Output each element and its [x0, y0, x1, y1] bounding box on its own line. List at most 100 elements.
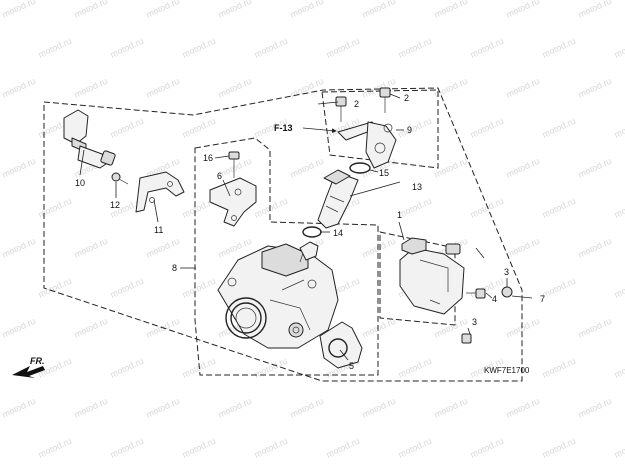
watermark-text: motod.ru	[361, 76, 397, 100]
callout-labels: 10 12 11 16 6 8 2 2 F-13 9 15 13 14 1 3 …	[75, 93, 545, 371]
watermark-text: motod.ru	[577, 156, 613, 180]
watermark-text: motod.ru	[253, 36, 289, 60]
watermark-text: motod.ru	[541, 196, 577, 220]
watermark-text: motod.ru	[541, 36, 577, 60]
watermark-text: motod.ru	[37, 196, 73, 220]
watermark-text: motod.ru	[109, 356, 145, 380]
watermark-text: motod.ru	[361, 236, 397, 260]
watermark-text: motod.ru	[109, 116, 145, 140]
watermark-text: motod.ru	[73, 316, 109, 340]
watermark-text: motod.ru	[145, 76, 181, 100]
watermark-text: motod.ru	[613, 436, 625, 460]
watermark-text: motod.ru	[1, 396, 37, 420]
watermark-text: motod.ru	[1, 156, 37, 180]
part-9-fuel-joint	[337, 121, 397, 169]
watermark-text: motod.ru	[433, 0, 469, 20]
watermark-text: motod.ru	[217, 396, 253, 420]
watermark-text: motod.ru	[505, 0, 541, 20]
watermark-text: motod.ru	[73, 396, 109, 420]
callout-12: 12	[110, 200, 120, 210]
watermark-text: motod.ru	[469, 276, 505, 300]
callout-3a: 3	[504, 267, 509, 277]
watermark-text: motod.ru	[577, 76, 613, 100]
watermark-text: motod.ru	[109, 436, 145, 460]
watermark-text: motod.ru	[469, 196, 505, 220]
watermark-text: motod.ru	[181, 276, 217, 300]
part-3-screw-b	[461, 333, 472, 344]
part-13-injector	[317, 169, 359, 229]
callout-16: 16	[203, 153, 213, 163]
sensor-subframe	[379, 231, 456, 326]
callout-8: 8	[172, 263, 177, 273]
part-2-bolt-a	[335, 96, 347, 122]
watermark-text: motod.ru	[73, 0, 109, 20]
watermark-text: motod.ru	[217, 76, 253, 100]
callout-1: 1	[397, 210, 402, 220]
watermark-text: motod.ru	[469, 116, 505, 140]
watermark-text: motod.ru	[37, 36, 73, 60]
part-12-bolt	[111, 172, 129, 185]
callout-9: 9	[407, 125, 412, 135]
watermark-text: motod.ru	[505, 156, 541, 180]
watermark-text: motod.ru	[1, 316, 37, 340]
part-4-screw	[466, 288, 486, 299]
callout-10: 10	[75, 178, 85, 188]
watermark-text: motod.ru	[433, 396, 469, 420]
watermark-text: motod.ru	[361, 0, 397, 20]
part-1-sensor-unit	[399, 237, 465, 315]
watermark-text: motod.ru	[253, 436, 289, 460]
watermark-text: motod.ru	[541, 436, 577, 460]
watermark-text: motod.ru	[181, 36, 217, 60]
watermark-text: motod.ru	[505, 396, 541, 420]
watermark-text: motod.ru	[397, 36, 433, 60]
watermark-text: motod.ru	[1, 0, 37, 20]
watermark-text: motod.ru	[469, 36, 505, 60]
watermark-text: motod.ru	[289, 156, 325, 180]
watermark-text: motod.ru	[325, 436, 361, 460]
watermark-text: motod.ru	[613, 196, 625, 220]
front-direction-indicator: FR.	[12, 356, 45, 378]
part-10-sensor	[63, 109, 116, 169]
watermark-text: motod.ru	[397, 196, 433, 220]
callout-13: 13	[412, 182, 422, 192]
callout-2b: 2	[404, 93, 409, 103]
watermark-text: motod.ru	[613, 356, 625, 380]
watermark-text: motod.ru	[541, 276, 577, 300]
watermark-text: motod.ru	[145, 236, 181, 260]
watermark-text: motod.ru	[145, 396, 181, 420]
part-15-o-ring	[349, 162, 371, 174]
watermark-text: motod.ru	[253, 196, 289, 220]
outer-assembly-frame	[43, 87, 523, 382]
watermark-text: motod.ru	[289, 76, 325, 100]
leader-lines	[79, 93, 533, 361]
watermark-text: motod.ru	[325, 36, 361, 60]
watermark-text: motod.ru	[73, 76, 109, 100]
reference-label: F-13	[274, 123, 293, 133]
diagram-code: KWF7E1700	[484, 366, 530, 375]
watermark-text: motod.ru	[37, 436, 73, 460]
watermark-text: motod.ru	[577, 0, 613, 20]
callout-4: 4	[492, 294, 497, 304]
watermark-text: motod.ru	[1, 236, 37, 260]
callout-5: 5	[349, 361, 354, 371]
callout-14: 14	[333, 228, 343, 238]
watermark-text: motod.ru	[469, 436, 505, 460]
callout-3b: 3	[472, 317, 477, 327]
watermark-text: motod.ru	[217, 0, 253, 20]
watermark-text: motod.ru	[613, 116, 625, 140]
part-6-bracket	[209, 177, 257, 227]
part-3-screw-a	[501, 286, 513, 298]
watermark-text: motod.ru	[73, 236, 109, 260]
watermark-text: motod.ru	[505, 316, 541, 340]
watermark-text: motod.ru	[397, 436, 433, 460]
watermark-text: motod.ru	[397, 356, 433, 380]
part-8-throttle-body	[217, 241, 339, 349]
watermark-text: motod.ru	[1, 76, 37, 100]
watermark-text: motod.ru	[541, 356, 577, 380]
watermark-text: motod.ru	[181, 116, 217, 140]
part-5-gasket	[319, 321, 363, 369]
injector-subframe	[321, 89, 439, 169]
part-2-bolt-b	[379, 87, 391, 113]
